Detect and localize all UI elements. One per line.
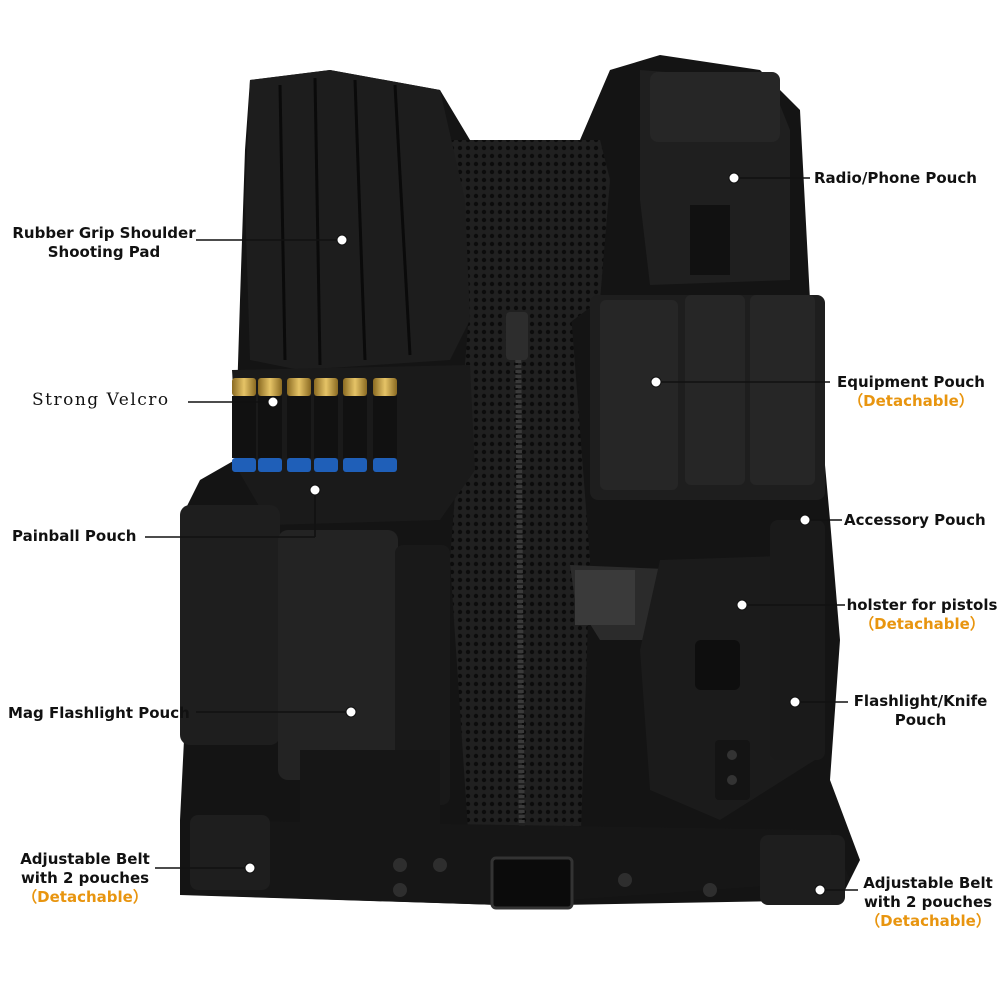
strong-velcro-label: Strong Velcro (32, 390, 170, 410)
holster-label: holster for pistols （Detachable） (846, 596, 998, 634)
mag-flashlight-pouch-label: Mag Flashlight Pouch (8, 704, 190, 722)
shoulder-pad-label-line1: Rubber Grip Shoulder (12, 224, 196, 242)
mag-pouches (180, 505, 450, 830)
belt-left-label-line1: Adjustable Belt (20, 850, 150, 868)
equipment-pouch-label: Equipment Pouch （Detachable） (826, 373, 996, 411)
holster-shape (570, 520, 825, 820)
belt-left-label-line2: with 2 pouches (20, 869, 150, 887)
holster-detachable: （Detachable） (859, 615, 985, 633)
shell-holder (232, 365, 475, 525)
flashlight-knife-pouch-label: Flashlight/Knife Pouch (848, 692, 993, 730)
shoulder-pad-label: Rubber Grip Shoulder Shooting Pad (8, 224, 200, 262)
callout-dots (244, 172, 826, 896)
equipment-pouch-label-text: Equipment Pouch (837, 373, 985, 391)
belt-right-label-line2: with 2 pouches (863, 893, 993, 911)
flashlight-knife-label-line1: Flashlight/Knife (853, 692, 988, 710)
belt-left-label: Adjustable Belt with 2 pouches （Detachab… (10, 850, 160, 907)
shoulder-pad-label-line2: Shooting Pad (47, 243, 161, 261)
belt-right-detachable: （Detachable） (865, 912, 991, 930)
belt-right-label-line1: Adjustable Belt (863, 874, 993, 892)
radio-pouch-shape (640, 70, 790, 285)
radio-phone-pouch-label: Radio/Phone Pouch (814, 169, 977, 187)
zipper (506, 312, 528, 861)
belt-right-label: Adjustable Belt with 2 pouches （Detachab… (856, 874, 1000, 931)
holster-label-text: holster for pistols (846, 596, 998, 614)
shoulder-pad (245, 70, 470, 370)
equipment-pouch-shape (590, 295, 825, 500)
flashlight-knife-label-line2: Pouch (894, 711, 947, 729)
belt-left-detachable: （Detachable） (22, 888, 148, 906)
paintball-pouch-label: Painball Pouch (12, 527, 137, 545)
accessory-pouch-label: Accessory Pouch (844, 511, 986, 529)
equipment-pouch-detachable: （Detachable） (848, 392, 974, 410)
callout-lines (145, 177, 858, 891)
